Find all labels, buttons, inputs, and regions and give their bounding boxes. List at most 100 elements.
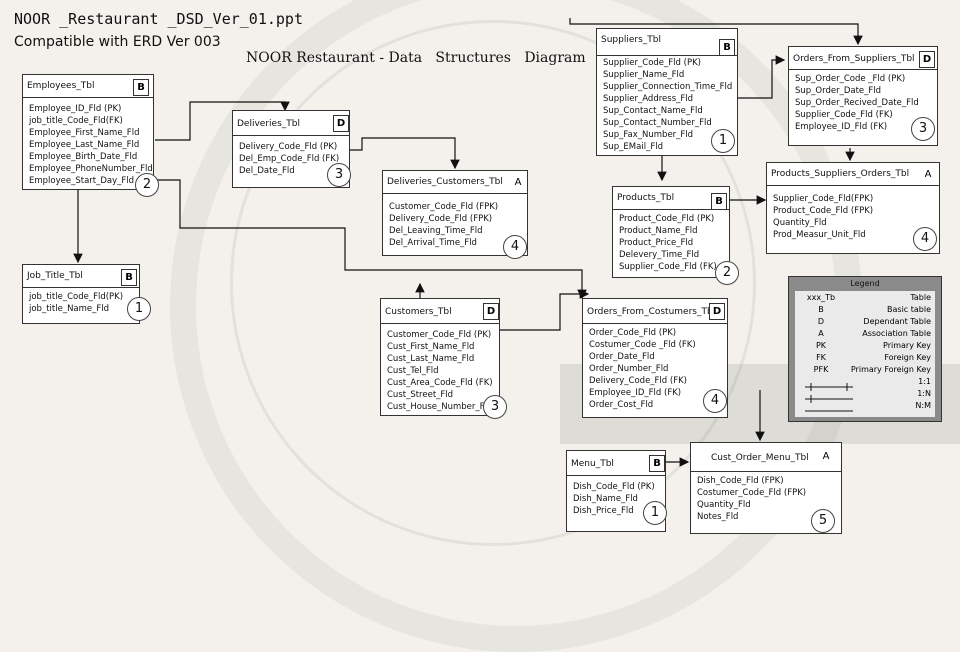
field: Supplier_Code_Fld(FPK) bbox=[773, 194, 874, 204]
field: Supplier_Connection_Time_Fld bbox=[603, 82, 733, 92]
field: Cust_First_Name_Fld bbox=[387, 342, 475, 352]
menu-table[interactable]: Menu_Tbl B Dish_Code_Fld (PK) Dish_Name_… bbox=[566, 450, 667, 532]
field: Order_Code_Fld (PK) bbox=[589, 328, 677, 338]
legend-desc: Foreign Key bbox=[884, 353, 931, 362]
field: job_title_Code_Fld(FK) bbox=[29, 116, 123, 126]
table-type-badge: B bbox=[711, 193, 727, 210]
field-list: Customer_Code_Fld (FPK) Delivery_Code_Fl… bbox=[389, 201, 498, 249]
field: Cust_Last_Name_Fld bbox=[387, 354, 475, 364]
field: Sup_Order_Code _Fld (PK) bbox=[795, 74, 906, 84]
legend-symbol: D bbox=[817, 317, 825, 326]
table-type-badge: B bbox=[649, 455, 665, 472]
level-badge: 3 bbox=[483, 395, 507, 419]
field: Employee_Birth_Date_Fld bbox=[29, 152, 138, 162]
field: Product_Name_Fld bbox=[619, 226, 698, 236]
field: Employee_ID_Fld (FK) bbox=[589, 388, 682, 398]
field: Sup_Fax_Number_Fld bbox=[603, 130, 694, 140]
document-subtitle: Compatible with ERD Ver 003 bbox=[14, 34, 221, 50]
field: job_title_Name_Fld bbox=[29, 304, 110, 314]
field: Customer_Code_Fld (PK) bbox=[387, 330, 492, 340]
field-list: Sup_Order_Code _Fld (PK) Sup_Order_Date_… bbox=[795, 73, 919, 133]
field: Employee_Start_Day_Fld bbox=[29, 176, 135, 186]
field: Supplier_Code_Fld (FK) bbox=[619, 262, 717, 272]
field: Sup_Order_Date_Fld bbox=[795, 86, 882, 96]
products-suppliers-orders-table[interactable]: Products_Suppliers_Orders_Tbl A Supplier… bbox=[766, 162, 940, 254]
field-list: Supplier_Code_Fld (PK) Supplier_Name_Fld… bbox=[603, 57, 732, 153]
field: Quantity_Fld bbox=[773, 218, 827, 228]
field-list: job_title_Code_Fld(PK) job_title_Name_Fl… bbox=[29, 291, 123, 315]
field: Cust_Street_Fld bbox=[387, 390, 454, 400]
field-list: Customer_Code_Fld (PK) Cust_First_Name_F… bbox=[387, 329, 493, 413]
field: Quantity_Fld bbox=[697, 500, 751, 510]
field: Dish_Price_Fld bbox=[573, 506, 634, 516]
level-badge: 3 bbox=[327, 163, 351, 187]
field: Order_Number_Fld bbox=[589, 364, 669, 374]
legend-desc: Table bbox=[910, 293, 931, 302]
level-badge: 4 bbox=[503, 235, 527, 259]
conn-deliveries-delcust bbox=[350, 137, 460, 170]
level-badge: 2 bbox=[715, 261, 739, 285]
products-table[interactable]: Products_Tbl B Product_Code_Fld (PK) Pro… bbox=[612, 186, 739, 285]
field: Del_Date_Fld bbox=[239, 166, 295, 176]
field-list: Order_Code_Fld (PK) Costumer_Code _Fld (… bbox=[589, 327, 696, 411]
table-name: Job_Title_Tbl bbox=[27, 271, 83, 281]
table-type-badge: A bbox=[921, 167, 935, 182]
connector-lines bbox=[73, 18, 863, 467]
table-name: Deliveries_Customers_Tbl bbox=[387, 177, 503, 187]
table-name: Cust_Order_Menu_Tbl bbox=[711, 453, 809, 463]
table-name: Suppliers_Tbl bbox=[601, 35, 661, 45]
table-name: Products_Suppliers_Orders_Tbl bbox=[771, 169, 910, 179]
legend-symbol: A bbox=[818, 329, 824, 338]
field: Dish_Name_Fld bbox=[573, 494, 638, 504]
table-type-badge: B bbox=[133, 79, 149, 96]
field: Supplier_Code_Fld (PK) bbox=[603, 58, 701, 68]
legend-desc: Primary Foreign Key bbox=[850, 365, 931, 374]
level-badge: 5 bbox=[811, 509, 835, 533]
cust-order-menu-table[interactable]: Cust_Order_Menu_Tbl A Dish_Code_Fld (FPK… bbox=[690, 442, 842, 534]
table-type-badge: D bbox=[919, 51, 935, 68]
conn-employees-deliveries bbox=[155, 101, 290, 141]
field: Sup_EMail_Fld bbox=[603, 142, 663, 152]
level-badge: 1 bbox=[711, 129, 735, 153]
level-badge: 1 bbox=[643, 501, 667, 525]
customers-table[interactable]: Customers_Tbl D Customer_Code_Fld (PK) C… bbox=[380, 298, 507, 419]
job-title-table[interactable]: Job_Title_Tbl B job_title_Code_Fld(PK) j… bbox=[22, 264, 151, 324]
field: Customer_Code_Fld (FPK) bbox=[389, 202, 499, 212]
field: Sup_Contact_Name_Fld bbox=[603, 106, 703, 116]
table-type-badge: D bbox=[483, 303, 499, 320]
table-type-badge: A bbox=[511, 175, 525, 190]
table-type-badge: A bbox=[819, 449, 833, 464]
level-badge: 2 bbox=[135, 173, 159, 197]
field: Supplier_Address_Fld bbox=[603, 94, 694, 104]
field: Employee_ID_Fld (FK) bbox=[795, 122, 888, 132]
field: Product_Price_Fld bbox=[619, 238, 694, 248]
field: Employee_First_Name_Fld bbox=[29, 128, 140, 138]
table-name: Orders_From_Suppliers_Tbl bbox=[793, 54, 915, 64]
legend-symbol: B bbox=[818, 305, 824, 314]
orders-from-suppliers-table[interactable]: Orders_From_Suppliers_Tbl D Sup_Order_Co… bbox=[788, 46, 938, 146]
suppliers-table[interactable]: Suppliers_Tbl B Supplier_Code_Fld (PK) S… bbox=[596, 28, 738, 156]
field: Employee_PhoneNumber_Fld bbox=[29, 164, 153, 174]
table-name: Employees_Tbl bbox=[27, 81, 95, 91]
field: Del_Leaving_Time_Fld bbox=[389, 226, 483, 236]
table-type-badge: D bbox=[709, 303, 725, 320]
employees-table[interactable]: Employees_Tbl B Employee_ID_Fld (PK) job… bbox=[22, 74, 159, 197]
table-name: Products_Tbl bbox=[617, 193, 675, 203]
field: Cust_House_Number_Fld bbox=[387, 402, 493, 412]
field: Del_Emp_Code_Fld (FK) bbox=[239, 154, 340, 164]
field: Delivery_Code_Fld (PK) bbox=[239, 142, 338, 152]
field: Order_Date_Fld bbox=[589, 352, 655, 362]
orders-from-customers-table[interactable]: Orders_From_Costumers_Tbl D Order_Code_F… bbox=[582, 298, 728, 418]
conn-employees-orders bbox=[155, 179, 587, 300]
field: job_title_Code_Fld(PK) bbox=[29, 292, 124, 302]
field: Delevery_Time_Fld bbox=[619, 250, 700, 260]
conn-suppliers-orderssup bbox=[738, 55, 786, 99]
legend-desc: 1:1 bbox=[918, 377, 931, 386]
table-name: Orders_From_Costumers_Tbl bbox=[587, 307, 716, 317]
field-list: Employee_ID_Fld (PK) job_title_Code_Fld(… bbox=[29, 103, 153, 187]
deliveries-customers-table[interactable]: Deliveries_Customers_Tbl A Customer_Code… bbox=[382, 170, 528, 259]
level-badge: 4 bbox=[913, 227, 937, 251]
deliveries-table[interactable]: Deliveries_Tbl D Delivery_Code_Fld (PK) … bbox=[232, 110, 351, 188]
field: Cust_Area_Code_Fld (FK) bbox=[387, 378, 493, 388]
